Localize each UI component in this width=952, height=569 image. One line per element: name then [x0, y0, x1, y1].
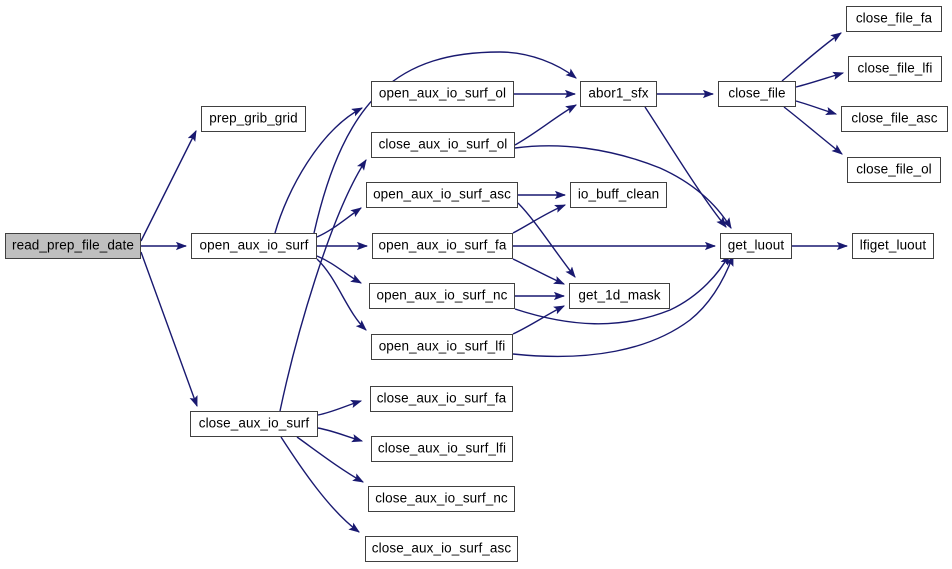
graph-node-open_aux_io_surf_asc[interactable]: open_aux_io_surf_asc: [366, 182, 518, 208]
graph-node-label: close_aux_io_surf_lfi: [377, 440, 507, 456]
edge-read_prep_file_date-to-prep_grib_grid: [140, 129, 197, 242]
graph-node-label: close_aux_io_surf_ol: [378, 136, 508, 152]
edge-open_aux_io_surf-to-open_aux_io_surf_ol: [274, 107, 363, 234]
graph-node-label: open_aux_io_surf_nc: [376, 287, 508, 303]
edge-open_aux_io_surf-to-open_aux_io_surf_nc: [316, 255, 362, 284]
edge-close_aux_io_surf-to-close_aux_io_surf_asc: [280, 436, 360, 533]
graph-node-get_luout[interactable]: get_luout: [720, 233, 792, 259]
edge-open_aux_io_surf-to-open_aux_io_surf_asc: [316, 207, 362, 238]
graph-node-close_aux_io_surf_asc[interactable]: close_aux_io_surf_asc: [365, 536, 518, 562]
graph-node-lfiget_luout[interactable]: lfiget_luout: [852, 233, 934, 259]
graph-node-close_aux_io_surf_lfi[interactable]: close_aux_io_surf_lfi: [371, 436, 513, 462]
graph-node-close_file_asc[interactable]: close_file_asc: [841, 106, 948, 132]
edge-close_aux_io_surf-to-close_aux_io_surf_ol: [279, 159, 367, 412]
graph-node-abor1_sfx[interactable]: abor1_sfx: [580, 81, 657, 107]
graph-node-prep_grib_grid[interactable]: prep_grib_grid: [201, 106, 306, 132]
graph-node-label: close_file: [728, 85, 786, 101]
graph-node-open_aux_io_surf_ol[interactable]: open_aux_io_surf_ol: [371, 81, 514, 107]
graph-node-label: abor1_sfx: [588, 85, 649, 101]
graph-node-label: close_file_asc: [851, 110, 938, 126]
edge-close_aux_io_surf-to-close_aux_io_surf_lfi: [317, 427, 364, 443]
edge-close_aux_io_surf-to-close_aux_io_surf_fa: [317, 399, 363, 416]
graph-node-open_aux_io_surf[interactable]: open_aux_io_surf: [191, 233, 317, 259]
edge-open_aux_io_surf_lfi-to-get_luout: [512, 254, 734, 358]
edge-open_aux_io_surf_nc-to-get_luout: [514, 254, 730, 325]
graph-node-close_aux_io_surf_ol[interactable]: close_aux_io_surf_ol: [371, 132, 515, 158]
graph-node-label: open_aux_io_surf_ol: [378, 85, 507, 101]
graph-node-close_file_ol[interactable]: close_file_ol: [847, 157, 941, 183]
graph-node-open_aux_io_surf_fa[interactable]: open_aux_io_surf_fa: [372, 233, 513, 259]
edge-read_prep_file_date-to-close_aux_io_surf: [140, 251, 198, 408]
graph-node-label: close_file_fa: [855, 10, 933, 26]
graph-node-label: lfiget_luout: [859, 237, 927, 253]
graph-node-close_aux_io_surf_fa[interactable]: close_aux_io_surf_fa: [370, 386, 513, 412]
graph-node-label: open_aux_io_surf_lfi: [378, 338, 506, 354]
graph-node-close_file[interactable]: close_file: [718, 81, 796, 107]
graph-node-read_prep_file_date[interactable]: read_prep_file_date: [5, 233, 141, 259]
graph-node-label: close_aux_io_surf: [198, 415, 310, 431]
graph-node-label: close_aux_io_surf_nc: [375, 490, 508, 506]
graph-node-close_aux_io_surf_nc[interactable]: close_aux_io_surf_nc: [368, 486, 515, 512]
graph-node-get_1d_mask[interactable]: get_1d_mask: [569, 283, 670, 309]
graph-node-label: close_aux_io_surf_asc: [371, 540, 512, 556]
edge-close_file-to-close_file_lfi: [795, 71, 845, 88]
edge-abor1_sfx-to-get_luout: [644, 106, 727, 228]
graph-node-label: open_aux_io_surf_fa: [378, 237, 507, 253]
graph-node-label: io_buff_clean: [577, 186, 660, 202]
edge-close_file-to-close_file_fa: [781, 32, 842, 82]
edge-close_aux_io_surf_ol-to-abor1_sfx: [514, 104, 577, 146]
edge-close_aux_io_surf_ol-to-get_luout: [514, 145, 732, 229]
graph-node-label: open_aux_io_surf_asc: [373, 186, 511, 202]
edge-open_aux_io_surf_fa-to-get_1d_mask: [512, 258, 566, 285]
edge-open_aux_io_surf_lfi-to-get_1d_mask: [512, 305, 566, 335]
edge-close_file-to-close_file_ol: [783, 106, 843, 155]
graph-node-close_file_lfi[interactable]: close_file_lfi: [848, 56, 942, 82]
edge-open_aux_io_surf_asc-to-get_1d_mask: [517, 202, 576, 278]
graph-node-label: get_luout: [727, 237, 785, 253]
graph-node-label: prep_grib_grid: [209, 110, 298, 126]
edge-open_aux_io_surf-to-abor1_sfx: [313, 51, 577, 234]
graph-node-label: close_aux_io_surf_fa: [376, 390, 507, 406]
graph-node-label: get_1d_mask: [578, 287, 661, 303]
graph-node-close_file_fa[interactable]: close_file_fa: [846, 6, 942, 32]
graph-node-label: read_prep_file_date: [12, 237, 134, 253]
edge-group: [140, 32, 849, 533]
graph-node-open_aux_io_surf_nc[interactable]: open_aux_io_surf_nc: [369, 283, 515, 309]
graph-node-label: close_file_ol: [856, 161, 932, 177]
graph-node-open_aux_io_surf_lfi[interactable]: open_aux_io_surf_lfi: [371, 334, 513, 360]
graph-node-io_buff_clean[interactable]: io_buff_clean: [570, 182, 667, 208]
graph-node-label: open_aux_io_surf: [199, 237, 309, 253]
edge-open_aux_io_surf_fa-to-io_buff_clean: [512, 204, 567, 234]
graph-node-close_aux_io_surf[interactable]: close_aux_io_surf: [190, 411, 318, 437]
edge-close_file-to-close_file_asc: [795, 100, 838, 116]
edge-close_aux_io_surf-to-close_aux_io_surf_nc: [296, 436, 364, 483]
edge-open_aux_io_surf-to-open_aux_io_surf_lfi: [316, 258, 367, 331]
graph-node-label: close_file_lfi: [857, 60, 933, 76]
